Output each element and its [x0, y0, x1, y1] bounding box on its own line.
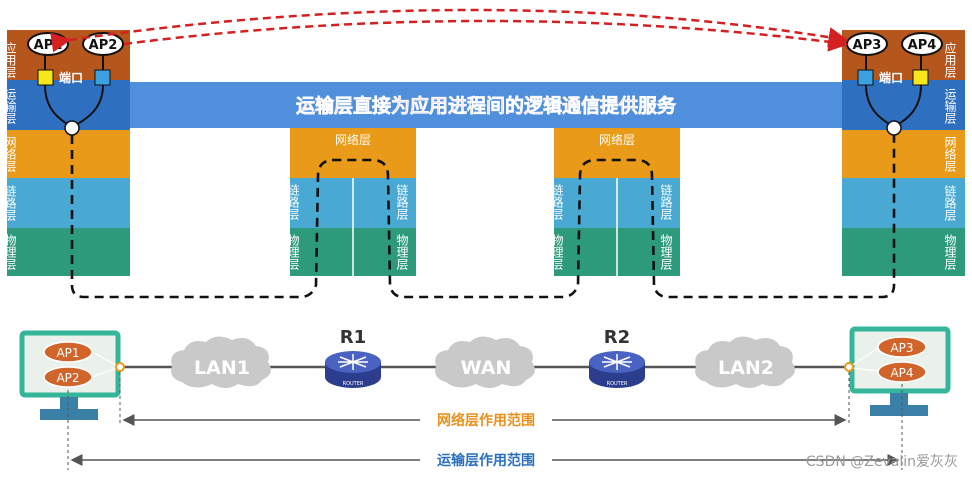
wan-cloud-shape — [435, 336, 535, 388]
r2-arrows-icon — [602, 354, 632, 370]
router1-physical-label-right: 物理层 — [395, 234, 409, 271]
right-physical-label: 物理层 — [943, 234, 957, 271]
left-transport-label: 运输层 — [3, 88, 17, 125]
left-monitor-base — [40, 409, 98, 420]
r1-arrows-icon — [338, 354, 368, 370]
left-link-label: 链路层 — [3, 184, 17, 222]
host-right-link-b — [850, 367, 879, 372]
host-left-port-dot — [115, 362, 125, 372]
wan-cloud: WAN — [435, 336, 535, 388]
router1-link-label-right: 链路层 — [395, 183, 409, 221]
router-r2: R2 ROUTER — [589, 327, 645, 388]
lan1-cloud-shape — [171, 336, 271, 388]
left-physical-layer — [7, 228, 130, 276]
right-link-label: 链路层 — [943, 184, 957, 222]
left-network-label: 网络层 — [3, 136, 17, 173]
right-host-computer: AP3 AP4 — [844, 326, 951, 416]
router1-network-label: 网络层 — [335, 132, 371, 147]
lan1-cloud: LAN1 — [171, 336, 271, 388]
right-host-stack: 应用层 运输层 网络层 链路层 物理层 — [842, 30, 965, 276]
csdn-watermark: CSDN @Zevalin爱灰灰 — [806, 454, 958, 470]
data-path-dashed — [70, 135, 896, 299]
router1-network-layer — [290, 128, 416, 178]
right-link-layer — [842, 178, 965, 228]
banner-text: 运输层直接为应用进程间的逻辑通信提供服务 — [296, 94, 677, 117]
host-left-ap2-label: AP2 — [56, 371, 79, 385]
router2-link-label-right: 链路层 — [659, 183, 673, 221]
router-r1: R1 ROUTER — [325, 327, 381, 388]
right-network-label: 网络层 — [943, 136, 957, 173]
lan2-cloud-shape — [695, 336, 795, 388]
left-port2-square — [94, 69, 111, 86]
left-network-layer — [7, 130, 130, 178]
left-host-computer: AP1 AP2 — [19, 330, 125, 420]
r1-label: R1 — [340, 327, 366, 348]
router1-physical-label-left: 物理层 — [286, 234, 300, 271]
host-right-ap3-node — [877, 336, 927, 358]
router2-physical-label-right: 物理层 — [659, 234, 673, 271]
transport-scope-label: 运输层作用范围 — [437, 452, 535, 469]
right-port-label: 端口 — [879, 70, 903, 85]
right-mux-point — [886, 120, 902, 136]
router2-stack: 网络层 链路层 物理层 链路层 物理层 — [550, 128, 680, 276]
router2-network-label: 网络层 — [599, 132, 635, 147]
right-network-layer — [842, 130, 965, 178]
r2-caption: ROUTER — [607, 381, 628, 387]
host-left-link-a — [91, 351, 119, 367]
left-monitor-neck — [60, 397, 78, 409]
router2-physical-label-left: 物理层 — [550, 234, 564, 271]
lan2-cloud: LAN2 — [695, 336, 795, 388]
app-communication-arc-outer — [50, 8, 849, 53]
right-physical-layer — [842, 228, 965, 276]
right-port2-square — [912, 69, 929, 86]
r2-label: R2 — [604, 327, 630, 348]
r1-caption: ROUTER — [343, 381, 364, 387]
router2-link-label-left: 链路层 — [550, 183, 564, 221]
left-ap2-label: AP2 — [89, 38, 118, 53]
router2-network-layer — [554, 128, 680, 178]
host-right-ap4-label: AP4 — [890, 366, 913, 380]
right-app-label: 应用层 — [943, 41, 957, 79]
left-host-stack: 应用层 运输层 网络层 链路层 物理层 — [3, 30, 130, 276]
left-port1-square — [37, 69, 54, 86]
router1-link-label-left: 链路层 — [286, 183, 300, 221]
left-physical-label: 物理层 — [3, 234, 17, 271]
lan1-label: LAN1 — [194, 357, 250, 379]
lan2-label: LAN2 — [718, 357, 774, 379]
host-right-ap3-label: AP3 — [890, 341, 913, 355]
right-monitor-neck — [890, 393, 908, 405]
network-scope-label: 网络层作用范围 — [437, 412, 535, 429]
host-right-ap4-node — [877, 361, 927, 383]
right-transport-label: 运输层 — [943, 88, 957, 125]
right-port1-square — [857, 69, 874, 86]
left-ap1-label: AP1 — [34, 38, 63, 53]
right-monitor-base — [870, 405, 928, 416]
right-ap3-label: AP3 — [853, 38, 882, 53]
router1-stack: 网络层 链路层 物理层 链路层 物理层 — [286, 128, 416, 276]
left-port-label: 端口 — [59, 70, 83, 85]
right-ap4-label: AP4 — [908, 38, 937, 53]
left-mux-point — [64, 120, 80, 136]
transport-banner — [130, 82, 842, 128]
wan-label: WAN — [461, 357, 512, 379]
right-app-nodes: AP3 AP4 端口 — [846, 32, 943, 136]
host-right-link-a — [850, 347, 879, 367]
left-app-label: 应用层 — [3, 41, 17, 79]
left-link-layer — [7, 178, 130, 228]
right-mux-lines — [865, 55, 922, 128]
host-right-port-dot — [844, 362, 854, 372]
left-mux-lines — [44, 55, 104, 128]
host-left-ap1-label: AP1 — [56, 346, 79, 360]
host-left-link-b — [91, 367, 119, 378]
